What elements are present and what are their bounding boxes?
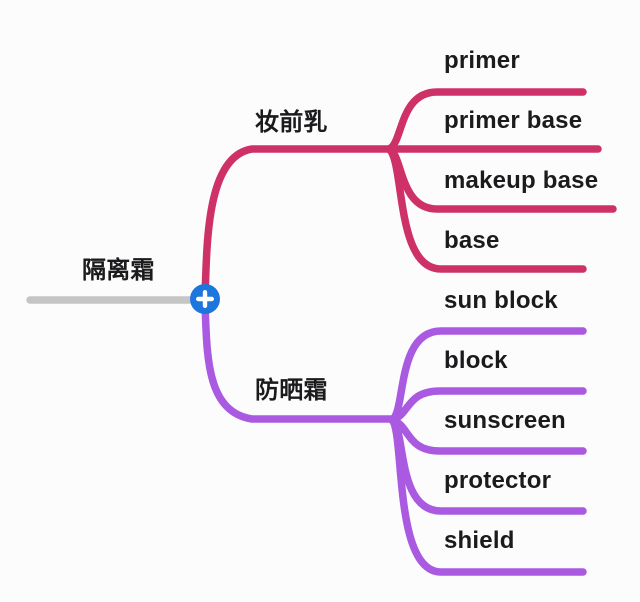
child-node-label[interactable]: block	[444, 347, 508, 374]
connector-line-primer	[385, 88, 587, 153]
plus-icon-cross	[196, 290, 214, 308]
connector-line-shield	[388, 416, 587, 576]
branch-node-label-primer[interactable]: 妆前乳	[255, 109, 328, 136]
child-node-label[interactable]: makeup base	[444, 167, 599, 194]
expand-collapse-button[interactable]	[190, 284, 220, 314]
branch-primer-links	[201, 88, 617, 301]
connector-line-sun-block	[388, 327, 587, 424]
branch-node-label-sunscreen[interactable]: 防晒霜	[255, 377, 328, 404]
child-node-label[interactable]: base	[444, 227, 500, 254]
connector-line-trunk	[201, 145, 393, 301]
connector-line-base	[385, 145, 587, 273]
child-node-label[interactable]: protector	[444, 467, 552, 494]
branch-sunscreen-links	[201, 299, 587, 576]
child-node-label[interactable]: shield	[444, 527, 515, 554]
root-node-label[interactable]: 隔离霜	[82, 257, 155, 284]
child-node-label[interactable]: primer base	[444, 107, 583, 134]
connector-line-block	[388, 387, 587, 424]
connector-line-trunk	[201, 299, 396, 423]
child-node-label[interactable]: sun block	[444, 287, 558, 314]
plus-icon	[190, 284, 220, 314]
child-node-label[interactable]: primer	[444, 47, 520, 74]
child-node-label[interactable]: sunscreen	[444, 407, 566, 434]
